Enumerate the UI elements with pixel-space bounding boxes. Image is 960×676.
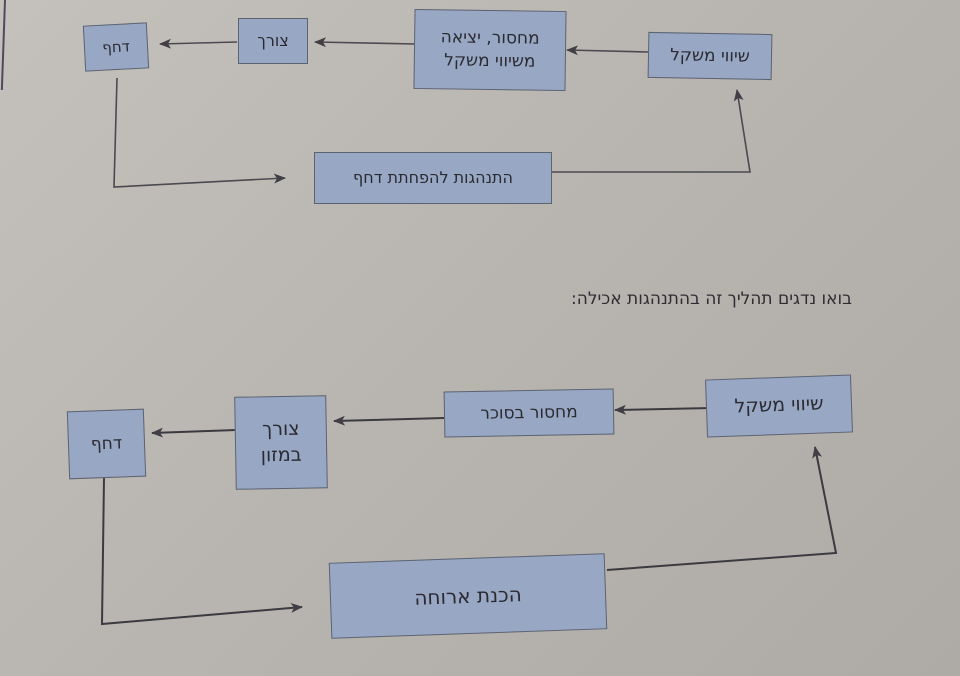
- top-diagram-arrows: [113, 37, 751, 188]
- arrow-weight-to-deficit: [566, 45, 649, 56]
- node-deficit-top: מחסור, יציאה משיווי משקל: [413, 8, 567, 92]
- node-label: מחסור, יציאה משיווי משקל: [440, 27, 540, 72]
- node-label: שיווי משקל: [734, 392, 824, 418]
- node-behavior-top: התנהגות להפחתת דחף: [314, 152, 552, 204]
- node-label: שיווי משקל: [670, 44, 751, 67]
- node-weight-change-bottom: שיווי משקל: [705, 374, 853, 438]
- node-sugar-deficit-bottom: מחסור בסוכר: [443, 388, 615, 438]
- node-drive-top: דחף: [82, 22, 150, 72]
- node-label: הכנת ארוחה: [413, 581, 523, 610]
- node-weight-change-top: שיווי משקל: [647, 31, 773, 81]
- node-need-top: צורך: [238, 18, 308, 64]
- arrow-need-to-drive: [159, 38, 238, 49]
- node-label: התנהגות להפחתת דחף: [353, 168, 513, 188]
- arrow-sugar-to-food: [333, 415, 445, 426]
- arrow-behavior-to-weight: [552, 89, 751, 173]
- example-caption: בואו נדגים תהליך זה בהתנהגות אכילה:: [571, 289, 852, 309]
- node-food-need-bottom: צורך במזון: [234, 395, 328, 490]
- arrow-drive-to-dinner: [100, 477, 303, 626]
- arrow-drive-to-behavior: [113, 77, 286, 188]
- arrow-dinner-to-weight: [606, 446, 838, 571]
- node-label: דחף: [90, 432, 123, 455]
- node-label: צורך במזון: [260, 417, 302, 466]
- node-label: צורך: [257, 31, 289, 51]
- node-drive-bottom: דחף: [66, 408, 147, 480]
- arrow-weight-to-sugar: [614, 404, 713, 415]
- arrow-food-to-drive: [151, 427, 237, 438]
- node-dinner-prep-bottom: הכנת ארוחה: [328, 553, 608, 639]
- arrow-deficit-to-need: [314, 37, 417, 48]
- node-label: מחסור בסוכר: [480, 401, 578, 424]
- bottom-diagram-arrows: [100, 404, 838, 626]
- node-label: דחף: [101, 37, 131, 57]
